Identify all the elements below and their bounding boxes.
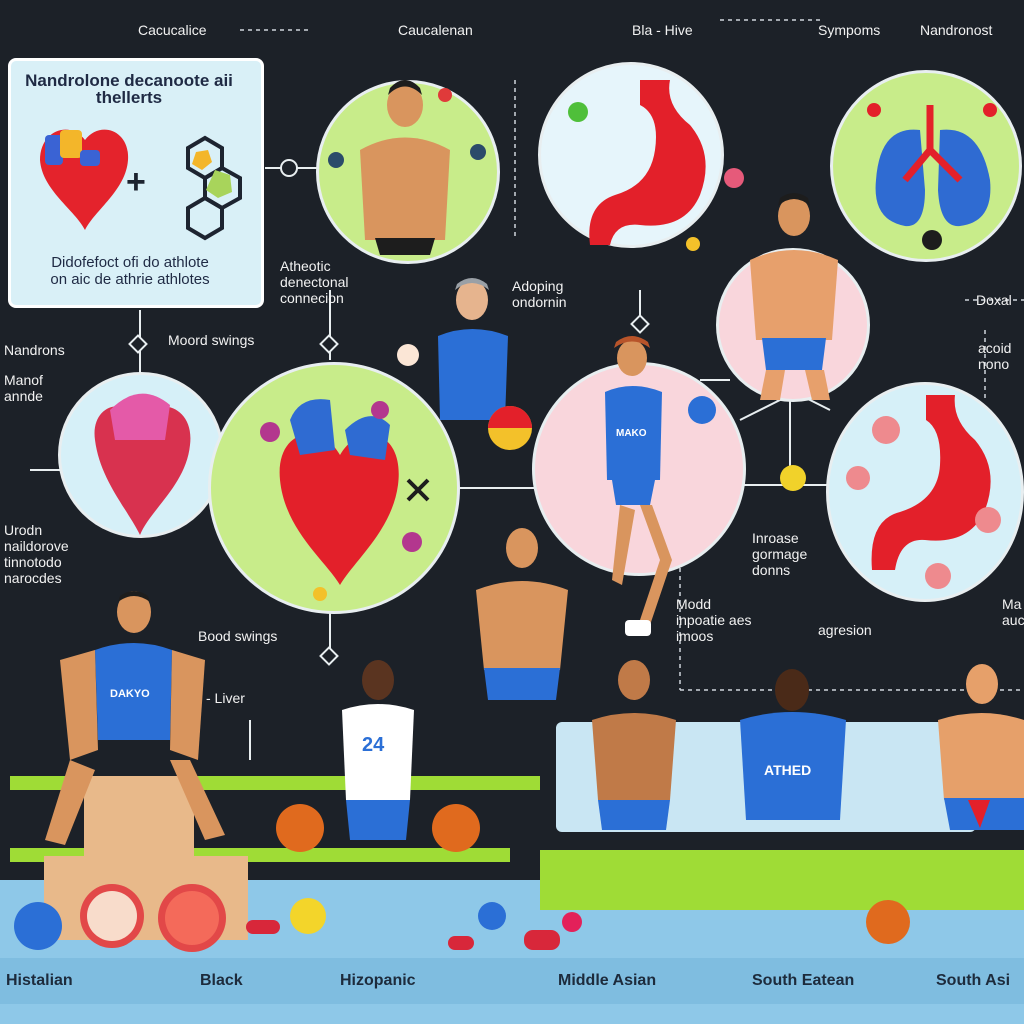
- label-liver: - Liver: [206, 690, 245, 706]
- label-caucasian-2: Caucalenan: [398, 22, 473, 38]
- footer-item-5: South Asi: [936, 972, 1011, 989]
- jersey-label-3: MAKO: [616, 428, 647, 439]
- label-manof: Manof annde: [4, 372, 43, 404]
- label-increase: Inroase gormage donns: [752, 530, 808, 578]
- label-mood-swings: Moord swings: [168, 332, 255, 348]
- label-urodn: Urodn naildorove tinnotodo narocdes: [4, 522, 69, 586]
- label-modd: Modd inpoatie aes imoos: [676, 596, 752, 644]
- footer-item-4: South Eatean: [752, 972, 855, 989]
- label-adoping: Adoping ondornin: [512, 278, 567, 310]
- label-blood-swings: Bood swings: [198, 628, 278, 644]
- crate: [84, 776, 194, 856]
- jersey-label-2: 24: [362, 734, 385, 756]
- label-hive: Bla - Hive: [632, 22, 693, 38]
- label-symptoms: Sympoms: [818, 22, 881, 38]
- footer-item-0: Histalian: [6, 972, 73, 989]
- label-nandronote: Nandronost: [920, 22, 993, 38]
- footer-band: [0, 958, 1024, 1004]
- stomach-circle-2: [826, 382, 1024, 602]
- footer-item-2: Hizopanic: [340, 972, 416, 989]
- label-caucasian-1: Cacucalice: [138, 22, 207, 38]
- plus-symbol: +: [126, 163, 146, 201]
- label-ma: Ma auc: [1002, 596, 1024, 628]
- label-doxal: Doxal: [976, 292, 1012, 308]
- info-box-subtitle: Didofefoct ofi do athlote on aic de athr…: [50, 254, 210, 288]
- label-acoid: acoid nono: [978, 340, 1012, 372]
- label-nandrons: Nandrons: [4, 342, 65, 358]
- lungs-circle: [830, 70, 1022, 262]
- label-atheotic: Atheotic denectonal connecion: [280, 258, 349, 306]
- footer-item-1: Black: [200, 972, 243, 989]
- bench-rail-3: [540, 850, 1024, 910]
- label-agresion: agresion: [818, 622, 872, 638]
- jersey-label-4: ATHED: [764, 762, 812, 778]
- info-box-title: Nandrolone decanoote aii thellerts: [25, 71, 233, 107]
- footer-item-3: Middle Asian: [558, 972, 657, 989]
- jersey-label-1: DAKYO: [110, 688, 150, 700]
